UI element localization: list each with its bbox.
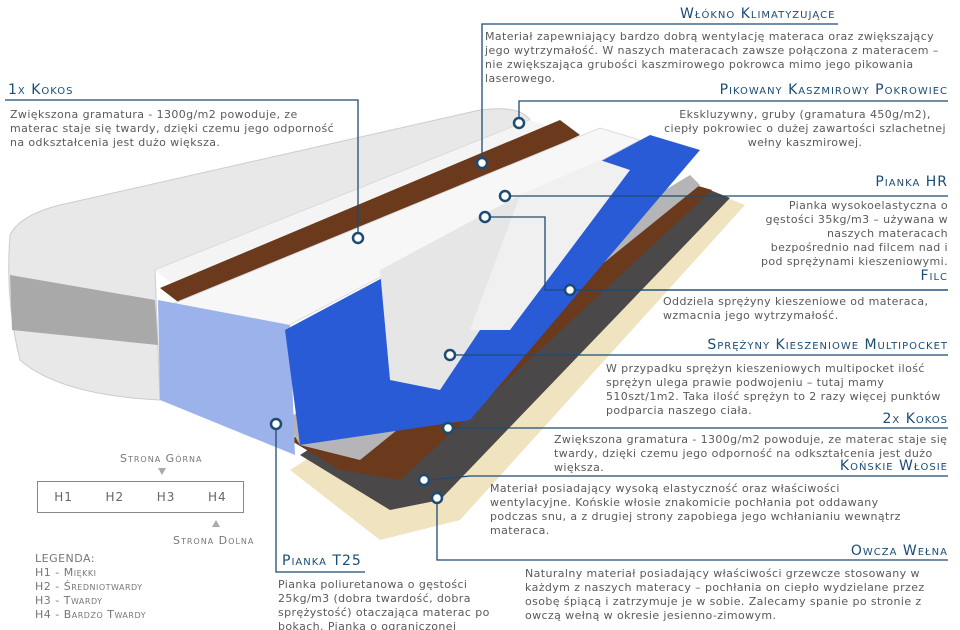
arrow-up-icon xyxy=(212,520,220,527)
layer-text-fiber: Materiał zapewniający bardzo dobrą wenty… xyxy=(485,30,939,85)
legend-item: H3 - Twardy xyxy=(35,594,103,607)
layer-title-kokos-1x: 1x Kokos xyxy=(8,82,74,98)
layer-text-springs: W przypadku sprężyn kieszeniowych multip… xyxy=(606,362,941,417)
pocket-springs-white-2 xyxy=(470,160,630,330)
layer-title-cover: Pikowany Kaszmirowy Pokrowiec xyxy=(719,82,948,98)
layer-text-hr: Pianka wysokoelastyczna o gęstości 35kg/… xyxy=(760,199,948,268)
layer-text-kokos-1x: Zwiększona gramatura - 1300g/m2 powoduje… xyxy=(10,108,335,149)
legend-item: H1 - Miękki xyxy=(35,566,97,579)
layer-text-felt: Oddziela sprężyny kieszeniowe od materac… xyxy=(663,295,929,322)
firmness-h4: H4 xyxy=(208,490,227,504)
firmness-h3: H3 xyxy=(156,490,176,504)
layer-title-fiber: Włókno Klimatyzujące xyxy=(680,6,836,22)
cover-side-band xyxy=(10,275,158,345)
legend-title: LEGENDA: xyxy=(35,552,96,565)
legend-item: H2 - Średniotwardy xyxy=(35,580,143,593)
layer-title-hr: Pianka HR xyxy=(875,174,948,190)
layer-text-kokos-2x: Zwiększona gramatura - 1300g/m2 powoduje… xyxy=(554,433,948,474)
layer-title-felt: Filc xyxy=(920,268,948,284)
layer-text-horsehair: Materiał posiadający wysoką elastyczność… xyxy=(490,482,901,537)
t25-foam xyxy=(158,300,295,455)
bottom-side-label: Strona Dolna xyxy=(173,534,255,547)
layer-text-t25: Pianka poliuretanowa o gęstości 25kg/m3 … xyxy=(278,578,490,630)
layer-text-cover: Ekskluzywny, gruby (gramatura 450g/m2), … xyxy=(664,108,946,149)
layer-title-kokos-2x: 2x Kokos xyxy=(882,411,948,427)
firmness-h2: H2 xyxy=(105,490,125,504)
layer-title-horsehair: Końskie Włosie xyxy=(839,458,948,474)
top-side-label: Strona Górna xyxy=(120,452,203,465)
layer-title-t25: Pianka T25 xyxy=(282,553,362,569)
legend-item: H4 - Bardzo Twardy xyxy=(35,608,147,621)
firmness-h1: H1 xyxy=(54,490,73,504)
firmness-legend: LEGENDA: H1 - Miękki H2 - Średniotwardy … xyxy=(35,552,146,622)
layer-title-wool: Owcza Wełna xyxy=(850,543,948,559)
layer-text-wool: Naturalny materiał posiadający właściwoś… xyxy=(525,567,925,622)
firmness-scale: H1 H2 H3 H4 xyxy=(37,481,244,513)
layer-title-springs: Sprężyny Kieszeniowe Multipocket xyxy=(707,337,948,353)
arrow-down-icon xyxy=(158,468,166,475)
